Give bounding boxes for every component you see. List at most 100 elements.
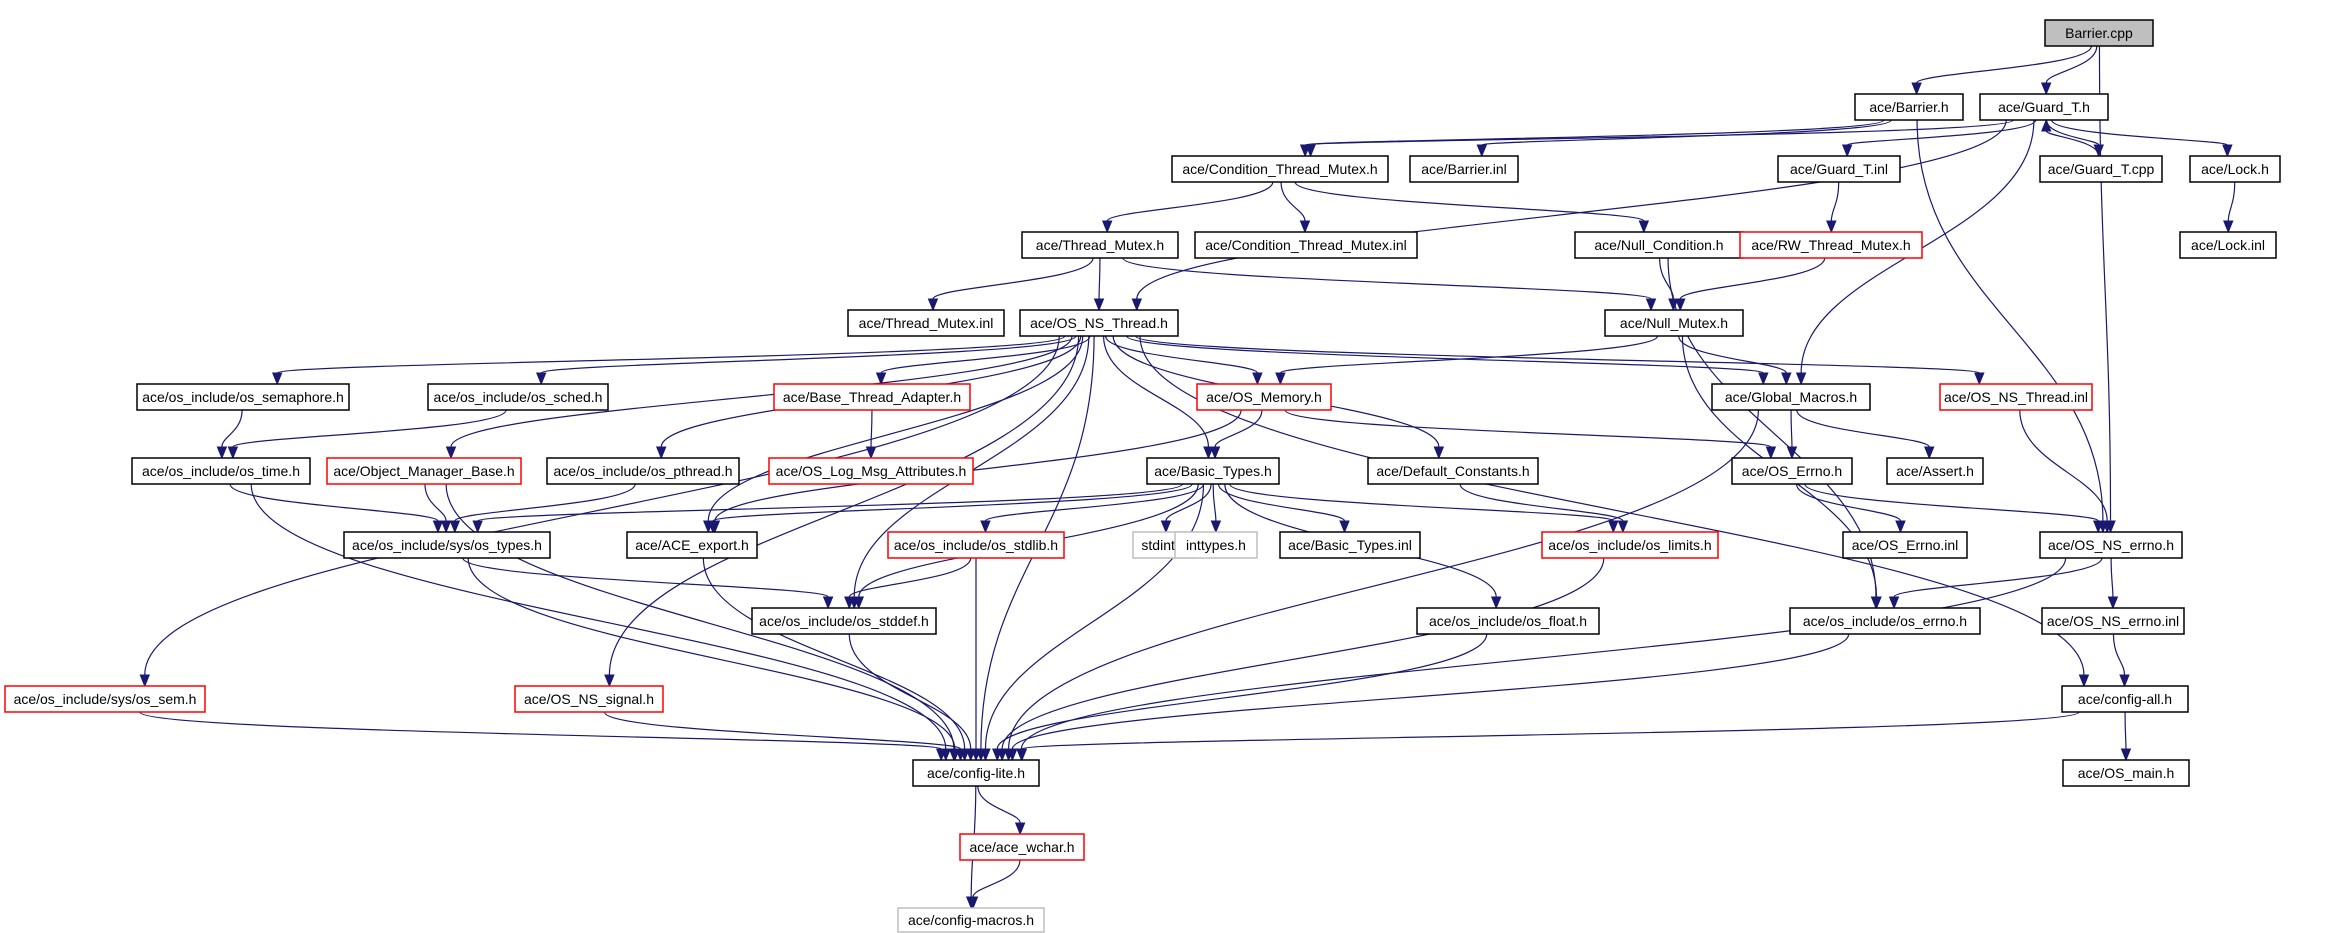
edge-arrowhead-guard_t_h-to-guard_t_inl	[1841, 144, 1853, 158]
node-os-stdlib-h[interactable]: ace/os_include/os_stdlib.h	[887, 531, 1065, 559]
node-inttypes-h[interactable]: inttypes.h	[1174, 531, 1258, 559]
node-os-log-msg-attr-h[interactable]: ace/OS_Log_Msg_Attributes.h	[768, 457, 974, 485]
node-os-ns-errno-h[interactable]: ace/OS_NS_errno.h	[2039, 531, 2183, 559]
node-os-ns-signal-h[interactable]: ace/OS_NS_signal.h	[514, 685, 664, 713]
edge-arrowhead-lock_h-to-lock_inl	[2223, 220, 2234, 234]
edge-config_all_h-to-config_lite_h	[1021, 711, 2080, 750]
node-box	[751, 607, 937, 635]
node-guard-t-h[interactable]: ace/Guard_T.h	[1979, 93, 2109, 121]
edge-basic_types_h-to-ace_export_h	[712, 483, 1193, 522]
node-lock-inl[interactable]: ace/Lock.inl	[2179, 231, 2277, 259]
node-barrier-cpp[interactable]: Barrier.cpp	[2044, 19, 2154, 47]
node-os-ns-thread-inl[interactable]: ace/OS_NS_Thread.inl	[1939, 383, 2093, 411]
node-guard-t-inl[interactable]: ace/Guard_T.inl	[1777, 155, 1901, 183]
node-basic-types-h[interactable]: ace/Basic_Types.h	[1146, 457, 1280, 485]
edge-arrowhead-os_ns_thread_h-to-global_macros_h	[1758, 372, 1769, 386]
edge-barrier_h-to-os_ns_errno_h	[1916, 119, 2104, 522]
node-box	[1409, 155, 1519, 183]
node-os-ns-errno-inl[interactable]: ace/OS_NS_errno.inl	[2041, 607, 2185, 635]
node-os-ns-thread-h[interactable]: ace/OS_NS_Thread.h	[1019, 309, 1179, 337]
node-null-condition-h[interactable]: ace/Null_Condition.h	[1574, 231, 1744, 259]
node-os-limits-h[interactable]: ace/os_include/os_limits.h	[1541, 531, 1719, 559]
node-label: ace/Lock.inl	[2191, 237, 2265, 253]
node-sys-os-sem-h[interactable]: ace/os_include/sys/os_sem.h	[4, 685, 206, 713]
edge-os_ns_thread_h-to-base_thread_adapter_h	[880, 335, 1091, 374]
node-thread-mutex-inl[interactable]: ace/Thread_Mutex.inl	[847, 309, 1005, 337]
node-cond-thread-mutex-h[interactable]: ace/Condition_Thread_Mutex.h	[1171, 155, 1389, 183]
node-label: ace/OS_Memory.h	[1206, 389, 1322, 405]
edge-arrowhead-os_sched_h-to-os_time_h	[227, 446, 239, 460]
node-barrier-inl[interactable]: ace/Barrier.inl	[1409, 155, 1519, 183]
node-box	[1842, 531, 1968, 559]
node-box	[131, 457, 311, 485]
node-os-errno-inl[interactable]: ace/OS_Errno.inl	[1842, 531, 1968, 559]
node-label: ace/Basic_Types.inl	[1288, 537, 1412, 553]
node-barrier-h[interactable]: ace/Barrier.h	[1854, 93, 1964, 121]
node-label: ace/os_include/sys/os_types.h	[352, 537, 542, 553]
node-default-constants-h[interactable]: ace/Default_Constants.h	[1367, 457, 1539, 485]
edge-os_ns_errno_inl-to-config_all_h	[2112, 633, 2126, 676]
node-thread-mutex-h[interactable]: ace/Thread_Mutex.h	[1021, 231, 1179, 259]
node-box	[1979, 93, 2109, 121]
node-null-mutex-h[interactable]: ace/Null_Mutex.h	[1604, 309, 1744, 337]
edge-config_lite_h-to-ace_wchar_h	[977, 785, 1021, 824]
edge-arrowhead-basic_types_h-to-os_stddef_h	[853, 596, 865, 610]
node-box	[326, 457, 522, 485]
node-rw-thread-mutex-h[interactable]: ace/RW_Thread_Mutex.h	[1739, 231, 1923, 259]
node-label: ace/Condition_Thread_Mutex.inl	[1205, 237, 1407, 253]
node-os-main-h[interactable]: ace/OS_main.h	[2062, 759, 2190, 787]
node-os-errno-h[interactable]: ace/OS_Errno.h	[1731, 457, 1853, 485]
node-base-thread-adapter-h[interactable]: ace/Base_Thread_Adapter.h	[773, 383, 971, 411]
node-os-time-h[interactable]: ace/os_include/os_time.h	[131, 457, 311, 485]
node-global-macros-h[interactable]: ace/Global_Macros.h	[1711, 383, 1871, 411]
node-lock-h[interactable]: ace/Lock.h	[2189, 155, 2281, 183]
edge-os_pthread_h-to-sys_os_types_h	[454, 483, 636, 522]
node-os-sched-h[interactable]: ace/os_include/os_sched.h	[427, 383, 609, 411]
edge-global_macros_h-to-config_lite_h	[1008, 409, 1759, 750]
edge-arrowhead-os_ns_thread_h-to-base_thread_adapter_h	[875, 372, 887, 386]
node-label: ace/os_include/os_float.h	[1429, 613, 1587, 629]
node-box	[768, 457, 974, 485]
node-os-stddef-h[interactable]: ace/os_include/os_stddef.h	[751, 607, 937, 635]
node-os-include-errno-h[interactable]: ace/os_include/os_errno.h	[1789, 607, 1981, 635]
node-guard-t-cpp[interactable]: ace/Guard_T.cpp	[2039, 155, 2163, 183]
node-ace-wchar-h[interactable]: ace/ace_wchar.h	[959, 833, 1085, 861]
node-os-float-h[interactable]: ace/os_include/os_float.h	[1416, 607, 1600, 635]
edge-sys_os_types_h-to-os_stddef_h	[462, 557, 829, 598]
edge-arrowhead-os_ns_thread_h-to-default_constants_h	[1433, 446, 1445, 460]
edge-os_ns_thread_h-to-ace_export_h	[707, 335, 1084, 522]
edge-arrowhead-os_float_h-to-config_lite_h	[992, 748, 1003, 762]
edge-arrowhead-cond_thread_mutex_h-to-thread_mutex_h	[1101, 220, 1113, 234]
edge-arrowhead-os_errno_h-to-os_errno_inl	[1895, 520, 1906, 534]
node-label: ace/OS_NS_Thread.h	[1030, 315, 1168, 331]
node-config-lite-h[interactable]: ace/config-lite.h	[912, 759, 1040, 787]
node-config-all-h[interactable]: ace/config-all.h	[2061, 685, 2189, 713]
node-assert-h[interactable]: ace/Assert.h	[1886, 457, 1984, 485]
edge-guard_t_h-to-guard_t_inl	[1846, 119, 2037, 146]
node-label: ace/Condition_Thread_Mutex.h	[1182, 161, 1377, 177]
node-cond-thread-mutex-inl[interactable]: ace/Condition_Thread_Mutex.inl	[1194, 231, 1418, 259]
edge-arrowhead-global_macros_h-to-os_errno_h	[1786, 446, 1798, 460]
node-ace-export-h[interactable]: ace/ACE_export.h	[626, 531, 758, 559]
node-basic-types-inl[interactable]: ace/Basic_Types.inl	[1279, 531, 1421, 559]
edge-arrowhead-basic_types_h-to-config_lite_h	[980, 748, 991, 762]
node-os-memory-h[interactable]: ace/OS_Memory.h	[1196, 383, 1332, 411]
edge-arrowhead-os_ns_thread_inl-to-os_ns_errno_h	[2101, 520, 2113, 534]
edge-arrowhead-os_stdlib_h-to-os_stddef_h	[844, 596, 855, 610]
node-box	[2039, 155, 2163, 183]
edge-arrowhead-os_memory_h-to-basic_types_h	[1209, 446, 1221, 460]
node-os-pthread-h[interactable]: ace/os_include/os_pthread.h	[546, 457, 740, 485]
node-sys-os-types-h[interactable]: ace/os_include/sys/os_types.h	[343, 531, 551, 559]
node-label: ace/config-all.h	[2078, 691, 2172, 707]
node-label: ace/config-lite.h	[927, 765, 1025, 781]
node-object-manager-base-h[interactable]: ace/Object_Manager_Base.h	[326, 457, 522, 485]
node-label: ace/Guard_T.inl	[1790, 161, 1888, 177]
node-label: ace/Global_Macros.h	[1725, 389, 1857, 405]
node-label: ace/Assert.h	[1896, 463, 1974, 479]
node-os-semaphore-h[interactable]: ace/os_include/os_semaphore.h	[136, 383, 350, 411]
node-box	[343, 531, 551, 559]
edge-arrowhead-config_all_h-to-config_lite_h	[1016, 748, 1028, 762]
edge-os_errno_h-to-os_ns_errno_h	[1804, 483, 2099, 522]
node-label: ace/os_include/os_semaphore.h	[142, 389, 344, 405]
node-config-macros-h[interactable]: ace/config-macros.h	[897, 907, 1045, 933]
